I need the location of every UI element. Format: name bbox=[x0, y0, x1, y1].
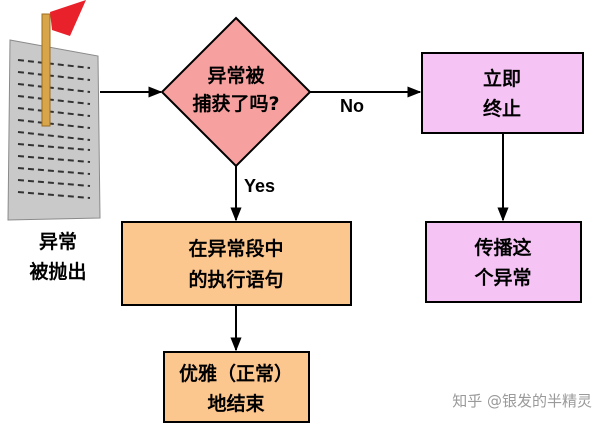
propagate-box bbox=[425, 221, 582, 303]
finish-box bbox=[163, 351, 310, 423]
execute-text-line-2: 的执行语句 bbox=[188, 268, 283, 291]
watermark: 知乎 @银发的半精灵 bbox=[452, 392, 592, 410]
doc-label-line-2: 被抛出 bbox=[29, 260, 86, 283]
execute-text-line-1: 在异常段中 bbox=[188, 237, 283, 260]
terminate-node: 立即 终止 bbox=[421, 52, 584, 134]
terminate-box bbox=[421, 52, 584, 134]
propagate-node: 传播这 个异常 bbox=[425, 221, 582, 303]
doc-label-line-1: 异常 bbox=[39, 230, 77, 253]
terminate-text-line-2: 终止 bbox=[483, 97, 521, 120]
decision-text-line-1: 异常被 bbox=[207, 64, 264, 87]
document-icon bbox=[7, 0, 101, 221]
execute-box bbox=[121, 221, 352, 306]
finish-text-line-2: 地结束 bbox=[207, 392, 265, 415]
execute-node: 在异常段中 的执行语句 bbox=[121, 221, 352, 306]
edge-label-no: No bbox=[340, 96, 364, 116]
propagate-text-line-2: 个异常 bbox=[473, 266, 531, 289]
decision-text-line-2: 捕获了吗? bbox=[192, 92, 279, 115]
decision-node: 异常被 捕获了吗? bbox=[160, 16, 312, 168]
terminate-text-line-1: 立即 bbox=[483, 67, 521, 90]
propagate-text-line-1: 传播这 bbox=[473, 236, 531, 259]
finish-text-line-1: 优雅（正常） bbox=[179, 362, 293, 385]
finish-node: 优雅（正常） 地结束 bbox=[163, 351, 310, 423]
flag-icon bbox=[50, 0, 86, 36]
edges bbox=[100, 86, 509, 352]
decision-diamond bbox=[160, 16, 312, 168]
edge-label-yes: Yes bbox=[244, 176, 275, 196]
document-text-lines bbox=[17, 59, 91, 199]
flag-pole bbox=[41, 13, 51, 127]
